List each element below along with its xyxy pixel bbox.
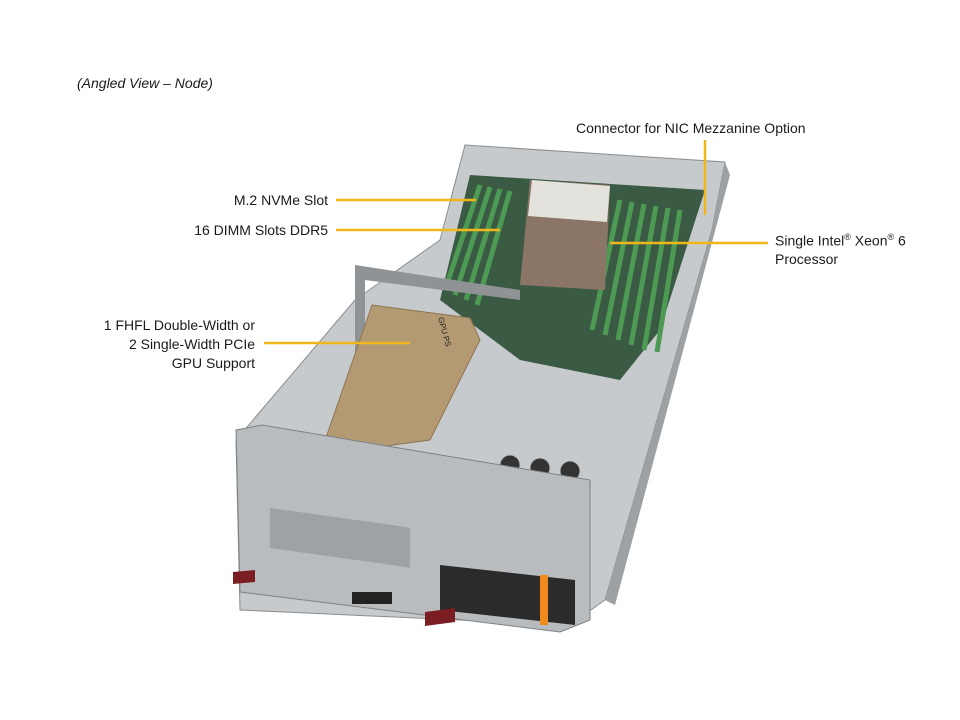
cpu-text-c: 6	[894, 232, 906, 249]
cpu-text-a: Single Intel	[775, 232, 845, 249]
drive-bays	[440, 565, 575, 625]
callout-cpu: Single Intel® Xeon® 6 Processor	[775, 228, 906, 268]
gpu-text-line3: GPU Support	[171, 355, 255, 371]
pull-tab	[352, 592, 392, 604]
node-release-handle-left	[233, 570, 255, 584]
heatsink-label-plate	[528, 180, 610, 222]
callout-m2-slot: M.2 NVMe Slot	[233, 192, 328, 208]
cpu-text-line2: Processor	[775, 250, 839, 267]
view-caption: (Angled View – Node)	[77, 75, 213, 91]
gpu-text-line1: 1 FHFL Double-Width or	[103, 317, 255, 333]
leader-lines	[264, 140, 768, 345]
callout-nic-connector: Connector for NIC Mezzanine Option	[576, 120, 806, 136]
registered-mark: ®	[844, 232, 851, 242]
callout-gpu-support: 1 FHFL Double-Width or 2 Single-Width PC…	[104, 316, 255, 373]
cpu-text-b: Xeon	[850, 232, 888, 249]
node-release-handle-right	[425, 608, 455, 626]
gpu-riser-frame	[355, 265, 520, 420]
callout-dimm-slots: 16 DIMM Slots DDR5	[194, 222, 328, 238]
registered-mark: ®	[887, 232, 895, 242]
chassis-side-wall	[605, 162, 730, 605]
gpu-text-line2: 2 Single-Width PCIe	[128, 336, 255, 352]
pcie-slot-covers	[270, 507, 410, 568]
